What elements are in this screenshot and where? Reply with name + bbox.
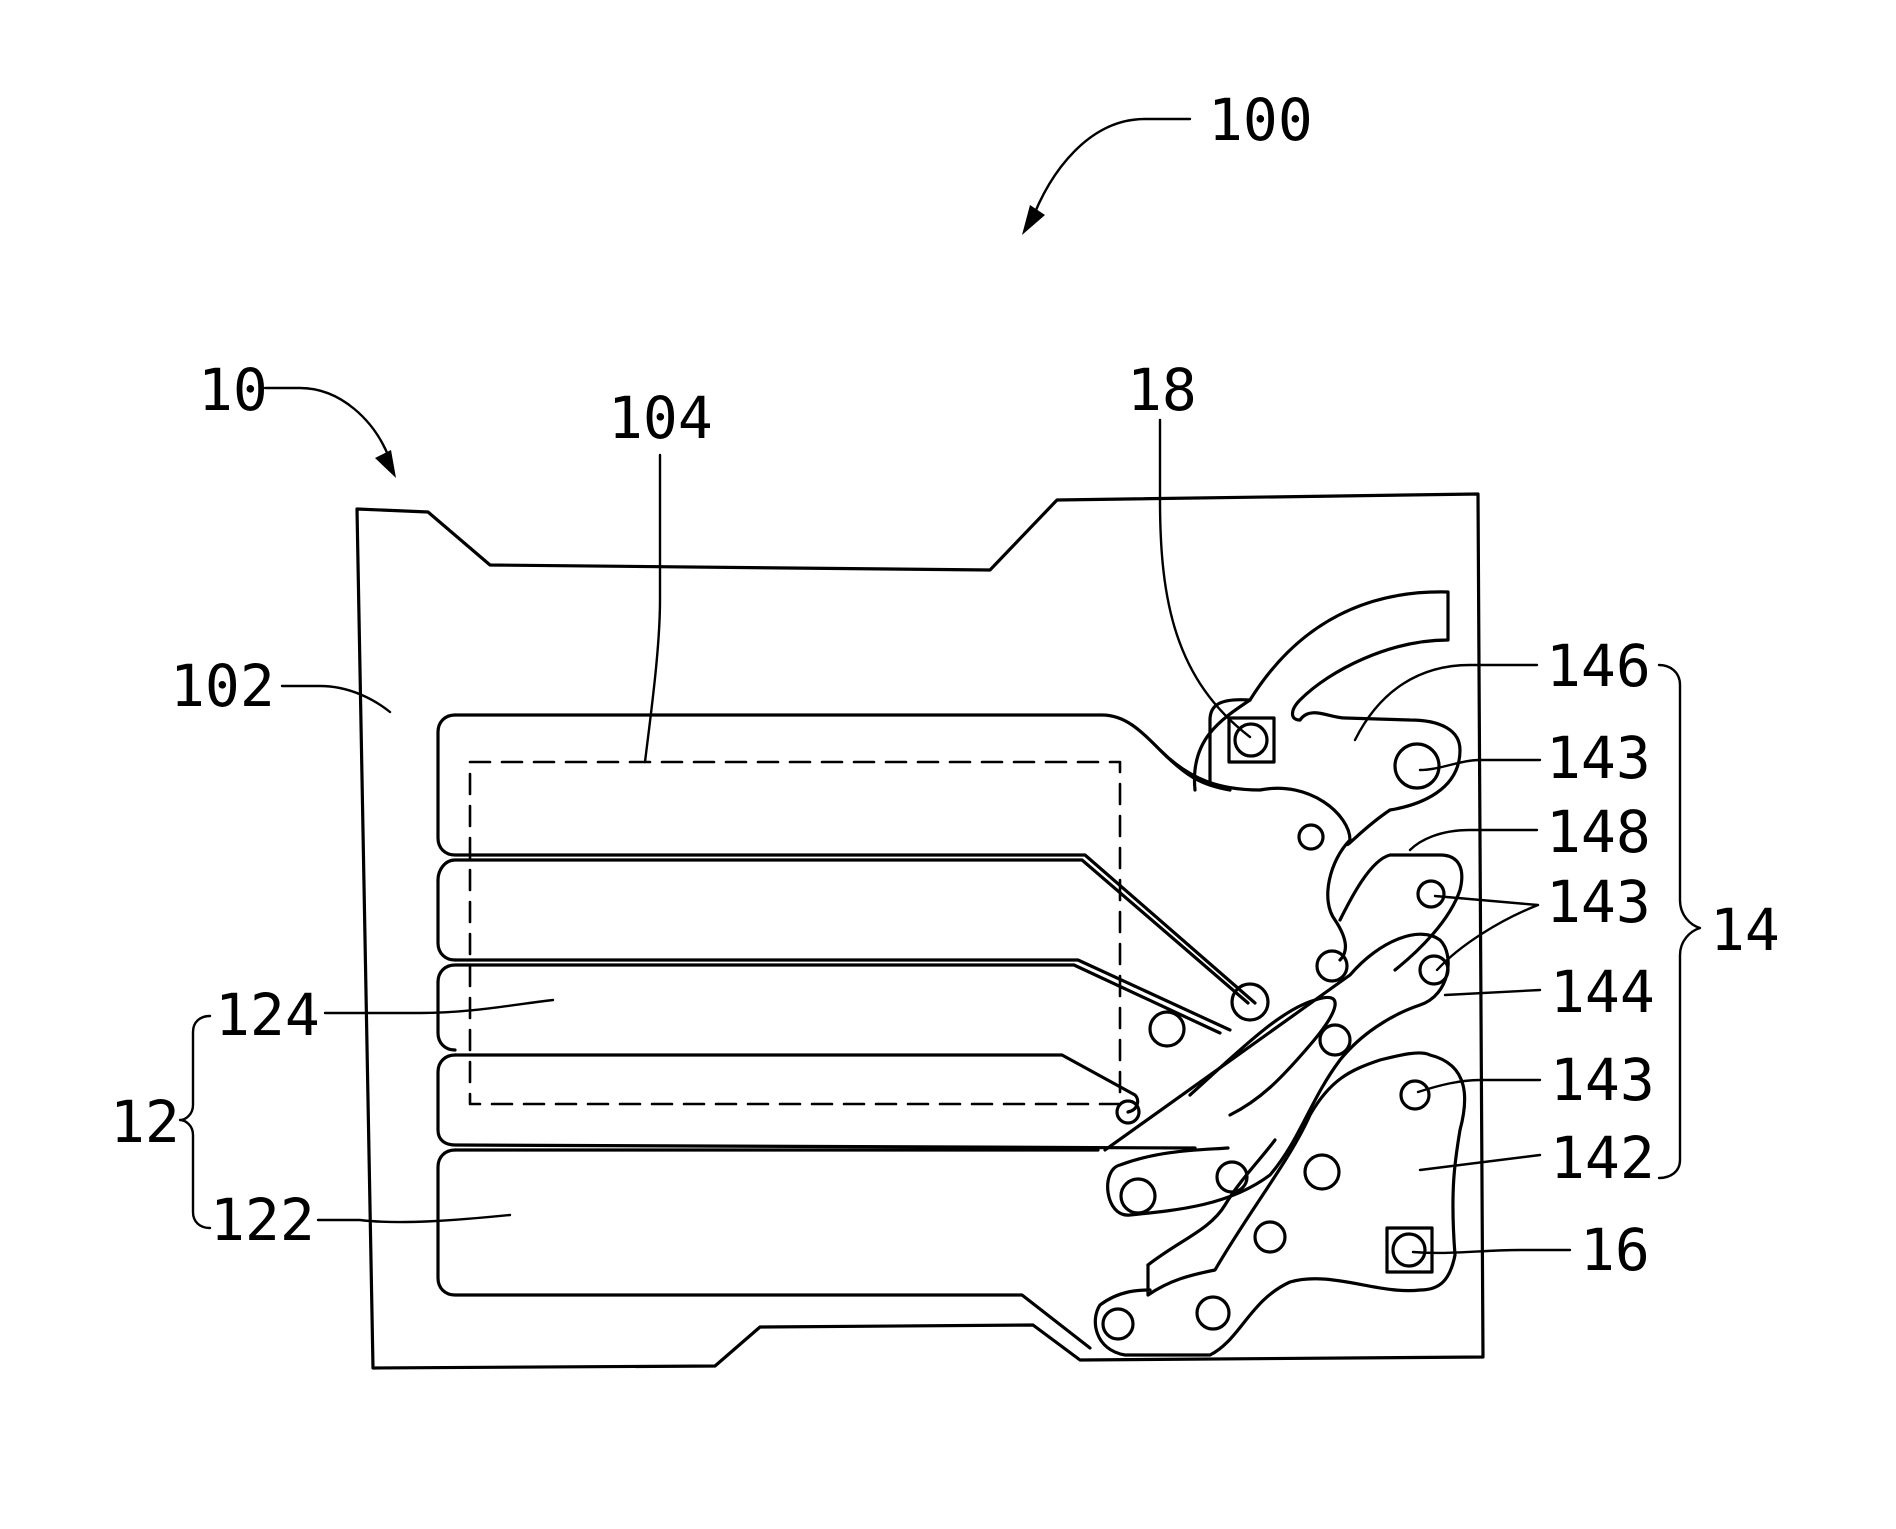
- label-12: 12: [110, 1088, 180, 1156]
- pad-148: [1340, 855, 1462, 970]
- label-100: 100: [1208, 86, 1313, 154]
- pad-124: [438, 965, 1220, 1033]
- label-143-b: 143: [1546, 868, 1651, 936]
- label-124: 124: [215, 981, 320, 1049]
- pad-1: [455, 715, 1230, 790]
- label-146: 146: [1546, 632, 1651, 700]
- label-143-c: 143: [1550, 1046, 1655, 1114]
- label-144: 144: [1550, 958, 1655, 1026]
- pad-142: [1095, 1053, 1464, 1355]
- label-16: 16: [1580, 1216, 1650, 1284]
- label-102: 102: [170, 652, 275, 720]
- region-104: [470, 762, 1120, 1104]
- label-10: 10: [198, 356, 268, 424]
- label-104: 104: [608, 384, 713, 452]
- label-122: 122: [210, 1186, 315, 1254]
- pad-122: [438, 1150, 1090, 1348]
- arrow-10: [265, 388, 396, 478]
- label-18: 18: [1127, 356, 1197, 424]
- brace-14: [1659, 665, 1700, 1178]
- brace-12: [180, 1016, 210, 1228]
- label-148: 148: [1546, 798, 1651, 866]
- board-outline: [357, 494, 1483, 1368]
- label-143-a: 143: [1546, 724, 1651, 792]
- label-142: 142: [1550, 1124, 1655, 1192]
- vias: [1103, 744, 1448, 1339]
- arrow-100: [1022, 119, 1190, 235]
- trace-top-arc: [1194, 592, 1448, 790]
- marker-16: [1387, 1228, 1432, 1272]
- label-14: 14: [1710, 896, 1780, 964]
- leader-lines: [282, 420, 1570, 1253]
